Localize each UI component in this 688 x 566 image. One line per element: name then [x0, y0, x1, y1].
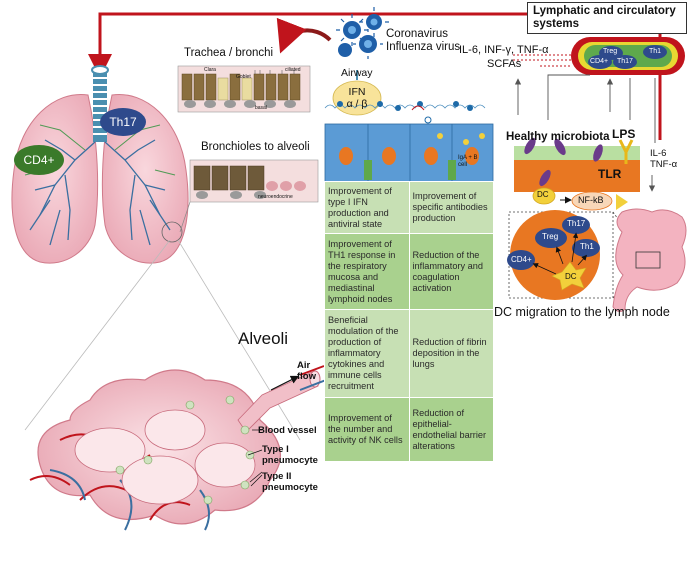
cd4-vessel-label: CD4+ — [590, 58, 609, 65]
table-row: Improvement of type I IFN production and… — [324, 181, 494, 234]
bronchioles-epithelium — [189, 159, 319, 203]
th1-vessel-label: Th1 — [649, 48, 662, 55]
ifn-label: IFN α / β — [346, 86, 368, 110]
lps-label: LPS — [612, 127, 636, 141]
table-cell: Beneficial modulation of the production … — [324, 309, 410, 398]
type2-label: Type II pneumocyte — [262, 471, 318, 493]
il6-tnf-label: IL-6 TNF-α — [650, 148, 678, 170]
intestine-illustration — [612, 208, 687, 313]
cd4-node-label: CD4+ — [511, 255, 532, 264]
neuroendocrine-label: neuroendocrine — [258, 194, 293, 200]
microbiota-label: Healthy microbiota — [506, 131, 610, 143]
ciliated-label: ciliated — [285, 67, 301, 73]
table-cell: Reduction of epithelial-endothelial barr… — [408, 397, 494, 462]
gut-lung-axis-arrow — [88, 12, 662, 140]
lymph-node — [507, 210, 600, 300]
dc-gut-label: DC — [537, 190, 549, 199]
th17-node-label: Th17 — [567, 219, 586, 228]
th17-vessel-label: Th17 — [617, 58, 633, 65]
th17-label: Th17 — [109, 115, 137, 129]
treg-node-label: Treg — [542, 232, 559, 241]
goblet-label: Goblet — [236, 74, 251, 80]
treg-vessel-label: Treg — [603, 48, 618, 55]
table-cell: Improvement of TH1 response in the respi… — [324, 233, 410, 310]
trachea-epithelium — [177, 65, 311, 113]
table-cell: Reduction of fibrin deposition in the lu… — [408, 309, 494, 398]
table-row: Beneficial modulation of the production … — [324, 309, 494, 398]
alveoli-label: Alveoli — [238, 329, 289, 348]
cd4-cell: CD4+ — [14, 145, 64, 175]
th17-cell: Th17 — [100, 108, 146, 136]
table-cell: Improvement of type I IFN production and… — [324, 181, 410, 234]
lymphatic-label: Lymphatic and circulatory systems — [533, 5, 676, 30]
virus-particles — [336, 7, 389, 59]
dc-migration-label: DC migration to the lymph node — [494, 305, 670, 319]
nfkb-label: NF-kB — [578, 195, 604, 205]
trachea-label: Trachea / bronchi — [184, 47, 274, 59]
tlr-label: TLR — [598, 167, 622, 181]
respiratory-epithelium — [324, 101, 494, 183]
iga-label: IgA + B cell — [458, 155, 478, 168]
cd4-label: CD4+ — [23, 153, 55, 167]
blood-vessel-label: Blood vessel — [258, 425, 317, 436]
table-cell: Improvement of specific antibodies produ… — [408, 181, 494, 234]
gut-epithelium — [514, 137, 640, 210]
clara-label: Clara — [204, 67, 216, 73]
scfas-label: SCFAs — [487, 58, 522, 70]
type1-label: Type I pneumocyte — [262, 444, 318, 466]
lungs-illustration — [11, 65, 189, 264]
table-cell: Improvement of the number and activity o… — [324, 397, 410, 462]
benefits-table: Improvement of type I IFN production and… — [324, 181, 494, 462]
basal-label: basal — [255, 105, 267, 111]
alveoli-illustration — [29, 365, 327, 531]
lymphatic-box: Lymphatic and circulatory systems — [527, 2, 687, 34]
th1-node-label: Th1 — [580, 242, 594, 251]
airway-label: Airway — [341, 67, 373, 79]
ifn-ellipse — [332, 80, 382, 116]
cytokines-label: IL-6, INF-γ, TNF-α — [459, 44, 549, 56]
virus-label: Coronavirus Influenza virus — [386, 28, 461, 53]
table-row: Improvement of the number and activity o… — [324, 397, 494, 462]
lymph-vessel — [571, 37, 685, 75]
table-row: Improvement of TH1 response in the respi… — [324, 233, 494, 310]
bronchioles-label: Bronchioles to alveoli — [201, 141, 310, 153]
air-flow-label: Air flow — [297, 360, 316, 382]
table-cell: Reduction of the inflammatory and coagul… — [408, 233, 494, 310]
dc-node-label: DC — [565, 272, 577, 281]
